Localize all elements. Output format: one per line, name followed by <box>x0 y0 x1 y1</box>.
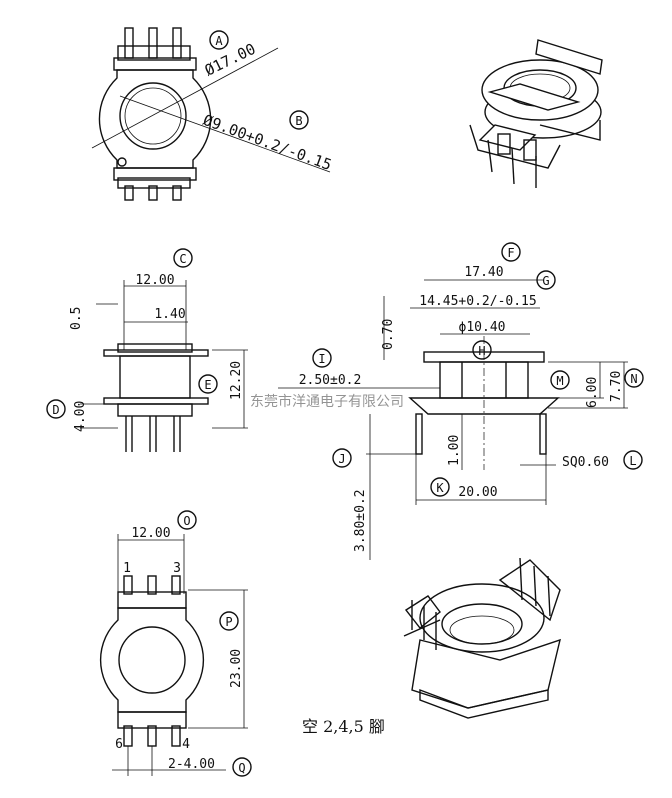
dim-b-line <box>119 95 331 173</box>
top-view: Ø17.00 Ø9.00+0.2/-0.15 A B <box>91 27 334 201</box>
top-view-pin1-mark <box>117 157 127 167</box>
callout-m: M <box>556 374 563 388</box>
bottom-view: O 12.00 1 3 23.00 P 6 4 2-4.00 <box>99 510 252 777</box>
dim-m-height: 6.00 <box>585 377 600 408</box>
dim-a-line <box>91 47 279 149</box>
callout-e: E <box>204 378 211 392</box>
callout-a: A <box>215 34 223 48</box>
dim-f-width: 17.40 <box>464 265 503 280</box>
iso-view-top <box>469 39 603 188</box>
side-view: 12.00 C 1.40 0.5 12.20 E 4.00 <box>46 248 248 452</box>
top-view-bore-inner <box>124 87 182 145</box>
front-section-view: F 17.40 G 14.45+0.2/-0.15 ϕ10.40 H 0.70 … <box>250 242 644 560</box>
top-view-bore <box>119 82 187 150</box>
callout-n: N <box>630 372 637 386</box>
callout-h: H <box>478 344 485 358</box>
callout-d: D <box>52 403 59 417</box>
dim-q-pitch: 2-4.00 <box>168 757 215 772</box>
dim-top-step: 0.70 <box>381 319 396 350</box>
dim-b-text: Ø9.00+0.2/-0.15 <box>201 111 334 174</box>
top-view-pins-top <box>113 27 197 71</box>
dim-c-width: 12.00 <box>135 273 174 288</box>
dim-l-pin: SQ0.60 <box>562 455 609 470</box>
dim-k-width: 20.00 <box>458 485 497 500</box>
callout-k: K <box>436 481 444 495</box>
dim-h-bore: ϕ10.40 <box>459 320 506 335</box>
pin-6-label: 6 <box>115 737 123 752</box>
pin-note: 空 2,4,5 腳 <box>302 717 385 736</box>
callout-j: J <box>338 452 345 466</box>
watermark: 东莞市洋通电子有限公司 <box>250 393 404 410</box>
callout-c: C <box>179 252 186 266</box>
dim-g-inner: 14.45+0.2/-0.15 <box>419 294 536 309</box>
callout-a-circle <box>209 30 229 50</box>
callout-p: P <box>225 615 232 629</box>
dim-n-height: 7.70 <box>609 371 624 402</box>
callout-o: O <box>183 514 190 528</box>
pin-3-label: 3 <box>173 561 181 576</box>
pin-4-label: 4 <box>182 737 190 752</box>
callout-g: G <box>542 274 549 288</box>
dim-i-offset: 2.50±0.2 <box>299 373 362 388</box>
iso-view-bottom <box>403 557 561 719</box>
callout-f: F <box>507 246 514 260</box>
dim-p-height: 23.00 <box>229 649 244 688</box>
dim-j-pin: 3.80±0.2 <box>353 489 368 552</box>
callout-q: Q <box>238 761 245 775</box>
dim-o-width: 12.00 <box>131 526 170 541</box>
dim-d-pin: 4.00 <box>73 401 88 432</box>
top-view-body <box>98 69 212 169</box>
dim-flange: 0.5 <box>69 307 84 330</box>
callout-l: L <box>629 454 636 468</box>
callout-i: I <box>318 352 325 366</box>
dim-e-height: 12.20 <box>229 361 244 400</box>
top-view-pins-bottom <box>113 167 197 201</box>
dim-c-inner: 1.40 <box>154 307 185 322</box>
callout-b-circle <box>289 110 309 130</box>
pin-1-label: 1 <box>123 561 131 576</box>
callout-b: B <box>295 114 302 128</box>
dim-mid-step: 1.00 <box>447 435 462 466</box>
